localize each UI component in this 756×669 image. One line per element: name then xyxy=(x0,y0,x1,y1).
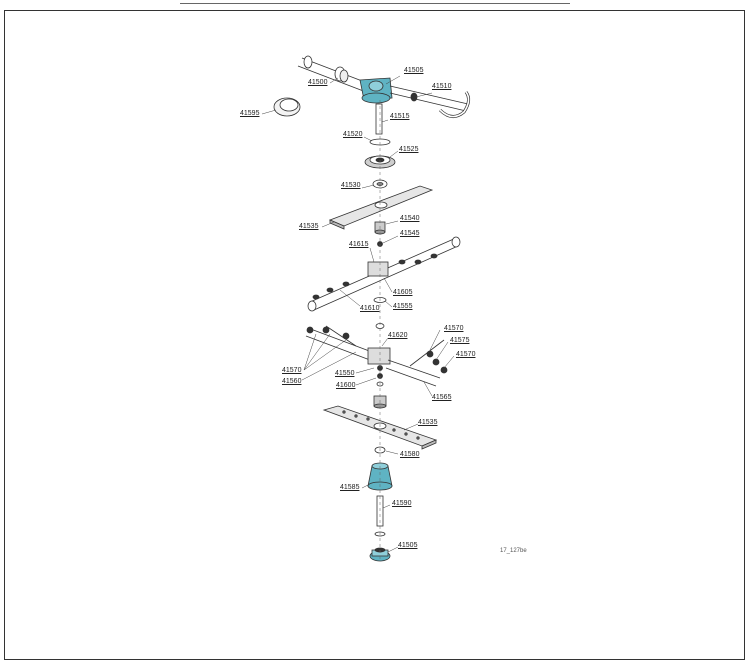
label-41535-upper: 41535 xyxy=(299,223,319,230)
connector-41505-top xyxy=(359,77,393,104)
leader-lines xyxy=(261,75,455,553)
top-rule xyxy=(180,3,570,4)
label-41560: 41560 xyxy=(282,378,302,385)
label-41600: 41600 xyxy=(336,382,356,389)
label-41550: 41550 xyxy=(335,370,355,377)
label-41525: 41525 xyxy=(399,146,419,153)
right-spray-tube-41565 xyxy=(385,339,448,387)
label-41575: 41575 xyxy=(450,337,470,344)
left-spray-tube-41560 xyxy=(305,325,373,361)
label-41555: 41555 xyxy=(393,303,413,310)
label-41505-top: 41505 xyxy=(404,67,424,74)
label-41505-bottom: 41505 xyxy=(398,542,418,549)
shaft-41515 xyxy=(375,103,383,135)
label-41530: 41530 xyxy=(341,182,361,189)
label-41580: 41580 xyxy=(400,451,420,458)
label-41570-left: 41570 xyxy=(282,367,302,374)
label-41540: 41540 xyxy=(400,215,420,222)
label-41590: 41590 xyxy=(392,500,412,507)
label-41605: 41605 xyxy=(393,289,413,296)
upper-distributor-41605 xyxy=(307,236,461,312)
cap-41595 xyxy=(273,97,301,117)
label-41520: 41520 xyxy=(343,131,363,138)
label-41570-right: 41570 xyxy=(456,351,476,358)
nut-41500 xyxy=(334,66,349,83)
oring-41555 xyxy=(373,297,387,303)
center-hub-41620 xyxy=(367,347,391,387)
label-41620: 41620 xyxy=(388,332,408,339)
connector-41505-bottom xyxy=(369,547,391,562)
label-41545: 41545 xyxy=(400,230,420,237)
label-41565: 41565 xyxy=(432,394,452,401)
drawing-frame xyxy=(4,10,745,660)
label-41500: 41500 xyxy=(308,79,328,86)
label-41615: 41615 xyxy=(349,241,369,248)
label-41585: 41585 xyxy=(340,484,360,491)
outlet-pipe xyxy=(389,85,469,112)
label-41510: 41510 xyxy=(432,83,452,90)
label-41595: 41595 xyxy=(240,110,260,117)
label-41515: 41515 xyxy=(390,113,410,120)
drawing-reference: 17_127be xyxy=(500,548,527,554)
label-41610: 41610 xyxy=(360,305,380,312)
upper-spray-arm-41535 xyxy=(328,185,434,230)
label-41535-lower: 41535 xyxy=(418,419,438,426)
label-41570-right-top: 41570 xyxy=(444,325,464,332)
